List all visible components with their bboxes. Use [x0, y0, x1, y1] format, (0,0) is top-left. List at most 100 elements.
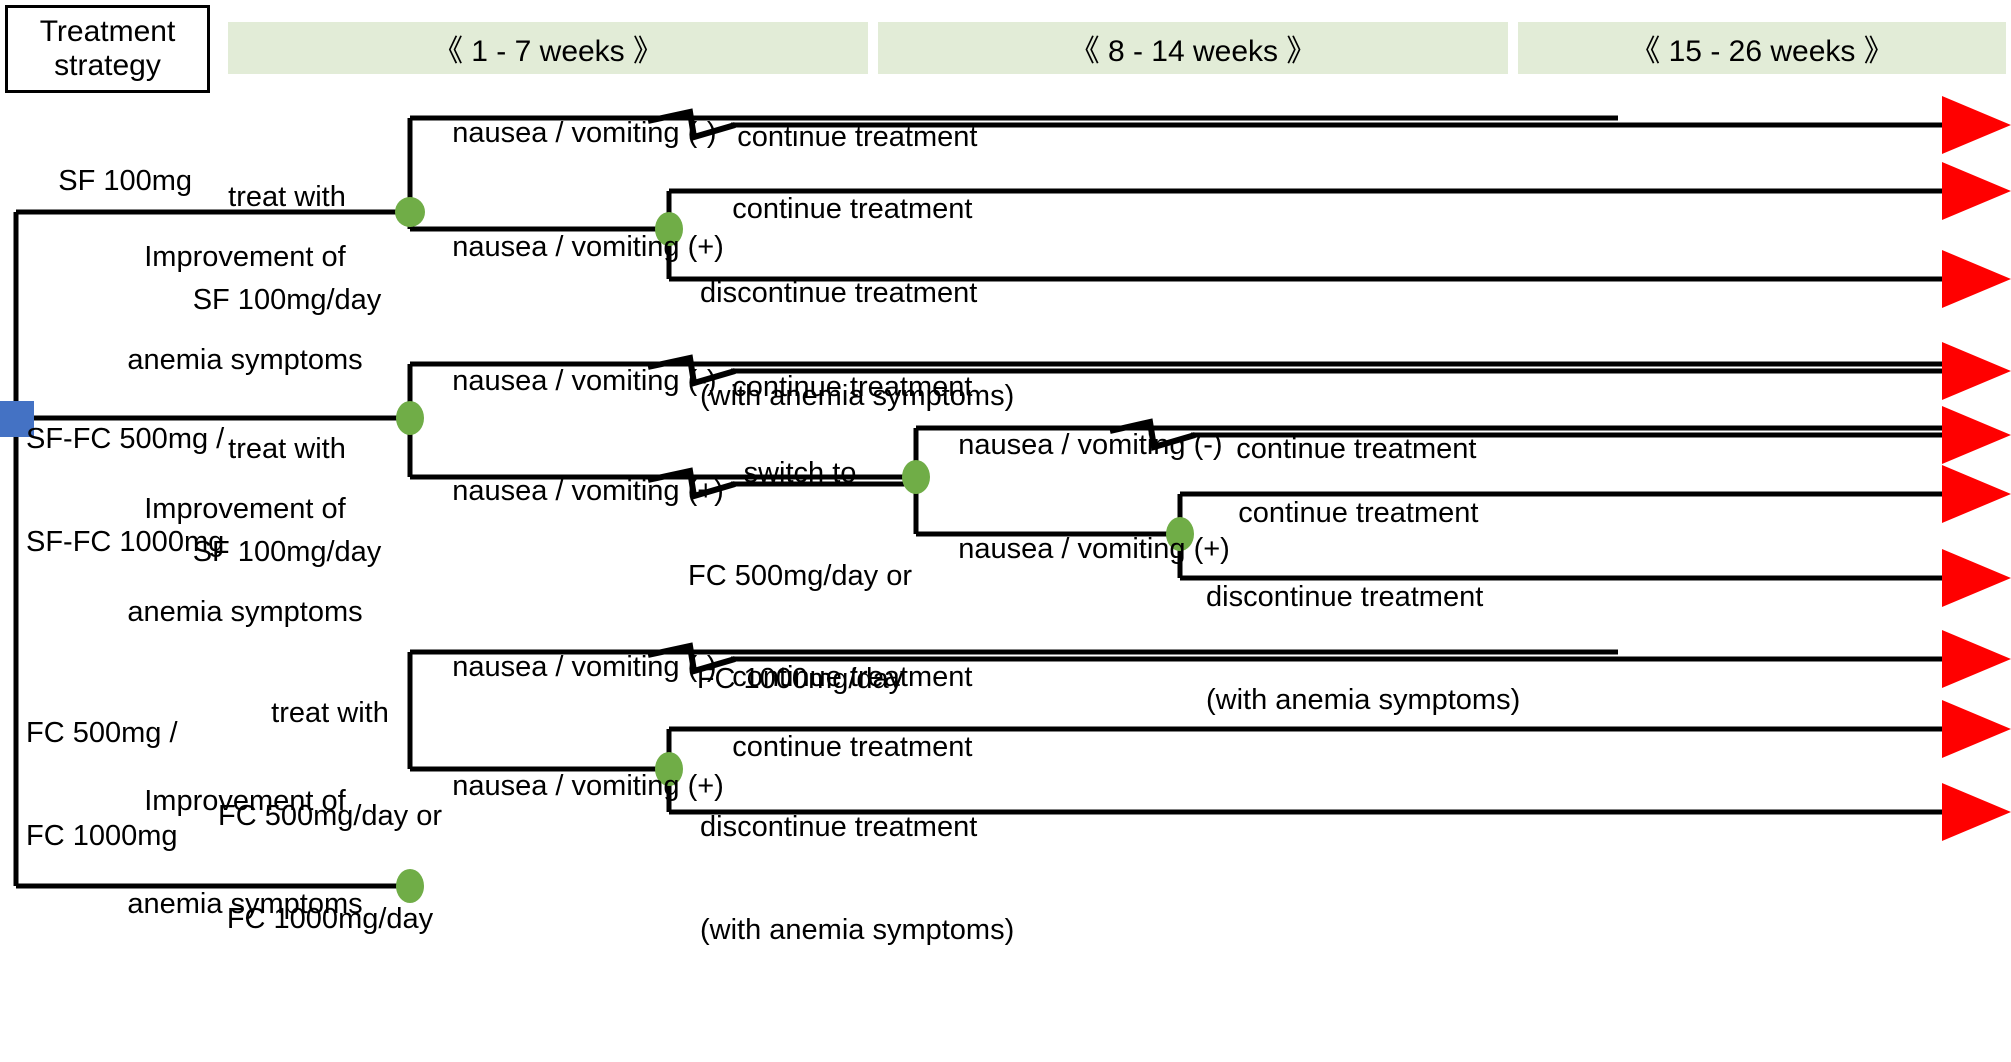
arm2-result-discontinue-line2: (with anemia symptoms): [1206, 684, 1521, 717]
arm2-outcome: Improvement of anemia symptoms: [127, 424, 362, 698]
arm3-treatment: treat with FC 500mg/day or FC 1000mg/day: [218, 628, 442, 1004]
arm2-name-line2: SF-FC 1000mg: [26, 526, 225, 559]
arm1-result-neg: continue treatment: [705, 86, 977, 189]
arm1-outcome-line1: Improvement of: [144, 241, 346, 274]
arm3-treatment-line3: FC 1000mg/day: [226, 902, 434, 935]
arm3-condition-negative: nausea / vomiting (-): [420, 616, 717, 719]
arm3-result-discontinue: discontinue treatment (with anemia sympt…: [700, 742, 1014, 1016]
treatment-strategy-box: Treatment strategy: [5, 5, 210, 93]
arm2-switch-line2: FC 500mg/day or: [687, 560, 913, 593]
arrow-a2-l2neg: [1942, 406, 2011, 464]
arm1-result-neg-text: continue treatment: [737, 121, 978, 154]
arm2-outcome-line2: anemia symptoms: [127, 596, 363, 629]
arm1-treatment: treat with SF 100mg/day: [193, 112, 382, 386]
arm2-l2-condition-negative: nausea / vomiting (-): [926, 394, 1223, 497]
arm3-outcome-line1: Improvement of: [144, 785, 346, 818]
arm3-neg-break: [647, 642, 736, 675]
arm3-result-discontinue-line1: discontinue treatment: [700, 811, 978, 844]
arm3-treatment-line2: FC 500mg/day or: [217, 800, 443, 833]
arm3-result-neg: continue treatment: [700, 626, 972, 729]
arm1-condition-positive-text: nausea / vomiting (+): [452, 231, 724, 264]
arm2-l2-neg-break: [1109, 418, 1196, 451]
terminal-arrowheads: [1942, 96, 2011, 841]
arm2-switch-line1: switch to: [743, 457, 857, 490]
arm1-outcome-line2: anemia symptoms: [127, 344, 363, 377]
arm2-switch: switch to FC 500mg/day or FC 1000mg/day: [688, 388, 912, 764]
arm1-outcome: Improvement of anemia symptoms: [127, 172, 362, 446]
arm2-result-continue-text: continue treatment: [1238, 497, 1479, 530]
node-arm1-primary: [395, 197, 425, 227]
arm2-treatment: treat with SF 100mg/day: [193, 364, 382, 638]
arm3-condition-negative-text: nausea / vomiting (-): [452, 651, 717, 684]
arm2-switch-line3: FC 1000mg/day: [696, 662, 904, 695]
arrow-a2-neg: [1942, 342, 2011, 400]
period-label-3: 《 15 - 26 weeks 》: [1630, 35, 1894, 68]
arm1-name: SF 100mg: [26, 130, 192, 233]
arm2-l2-condition-positive: nausea / vomiting (+): [926, 498, 1230, 601]
arm3-name-line2: FC 1000mg: [26, 820, 178, 853]
arm1-treatment-line2: SF 100mg/day: [192, 284, 382, 317]
arm3-condition-positive: nausea / vomiting (+): [420, 735, 724, 838]
arm2-condition-negative: nausea / vomiting (-): [420, 330, 717, 433]
root-node: [0, 401, 34, 437]
arm1-neg-break: [647, 108, 736, 141]
decision-nodes: [395, 197, 1194, 903]
node-arm1-secondary: [655, 212, 683, 246]
arm1-name-text: SF 100mg: [58, 165, 193, 198]
arm1-treatment-line1: treat with: [228, 181, 346, 214]
arm1-condition-negative-text: nausea / vomiting (-): [452, 117, 717, 150]
arm2-treatment-line2: SF 100mg/day: [192, 536, 382, 569]
arm3-outcome: Improvement of anemia symptoms: [127, 716, 362, 990]
period-band-2: 《 8 - 14 weeks 》: [878, 22, 1508, 74]
arm2-result-discontinue: discontinue treatment (with anemia sympt…: [1206, 512, 1520, 786]
arm2-result-neg: continue treatment: [700, 336, 972, 439]
arrow-a3-cont: [1942, 700, 2011, 758]
arrow-a3-disc: [1942, 783, 2011, 841]
arm2-condition-positive: nausea / vomiting (+): [420, 440, 724, 543]
arm2-neg-break: [647, 354, 736, 387]
arm3-treatment-line1: treat with: [271, 697, 389, 730]
node-arm2-level3: [1166, 517, 1194, 551]
arm2-l2-result-neg: continue treatment: [1204, 398, 1476, 501]
arm2-result-continue: continue treatment: [1206, 462, 1478, 565]
arm3-result-neg-text: continue treatment: [732, 661, 973, 694]
arrow-a2-cont: [1942, 465, 2011, 523]
arm2-name: SF-FC 500mg / SF-FC 1000mg: [26, 354, 224, 628]
arm3-name: FC 500mg / FC 1000mg: [26, 648, 178, 922]
arm3-result-discontinue-line2: (with anemia symptoms): [700, 914, 1015, 947]
arm1-result-discontinue-line2: (with anemia symptoms): [700, 380, 1015, 413]
arrow-a3-neg: [1942, 630, 2011, 688]
period-label-1: 《 1 - 7 weeks 》: [432, 35, 664, 68]
arm2-treatment-line1: treat with: [228, 433, 346, 466]
arm2-outcome-line1: Improvement of: [144, 493, 346, 526]
period-band-1: 《 1 - 7 weeks 》: [228, 22, 868, 74]
arm2-pos-break: [647, 467, 736, 500]
arm2-result-discontinue-line1: discontinue treatment: [1206, 581, 1484, 614]
arrow-a1-neg: [1942, 96, 2011, 154]
arm3-result-continue-text: continue treatment: [732, 731, 973, 764]
arm1-result-discontinue: discontinue treatment (with anemia sympt…: [700, 208, 1014, 482]
node-arm3-secondary: [655, 752, 683, 786]
arm1-condition-negative: nausea / vomiting (-): [420, 82, 717, 185]
period-label-2: 《 8 - 14 weeks 》: [1069, 35, 1317, 68]
arm3-result-continue: continue treatment: [700, 696, 972, 799]
arm1-condition-positive: nausea / vomiting (+): [420, 196, 724, 299]
arm1-result-discontinue-line1: discontinue treatment: [700, 277, 978, 310]
period-band-3: 《 15 - 26 weeks 》: [1518, 22, 2006, 74]
arm3-condition-positive-text: nausea / vomiting (+): [452, 770, 724, 803]
arm1-result-continue: continue treatment: [700, 158, 972, 261]
arm2-l2-result-neg-text: continue treatment: [1236, 433, 1477, 466]
arm2-condition-negative-text: nausea / vomiting (-): [452, 365, 717, 398]
arm3-outcome-line2: anemia symptoms: [127, 888, 363, 921]
arm3-name-line1: FC 500mg /: [26, 717, 178, 750]
arrow-a2-disc: [1942, 549, 2011, 607]
treatment-strategy-line2: strategy: [54, 49, 161, 82]
arm2-name-line1: SF-FC 500mg /: [26, 423, 225, 456]
arm2-condition-positive-text: nausea / vomiting (+): [452, 475, 724, 508]
node-arm2-primary: [396, 401, 424, 435]
treatment-strategy-line1: Treatment: [39, 14, 176, 48]
arm2-l2-condition-negative-text: nausea / vomiting (-): [958, 429, 1223, 462]
arm1-result-continue-text: continue treatment: [732, 193, 973, 226]
